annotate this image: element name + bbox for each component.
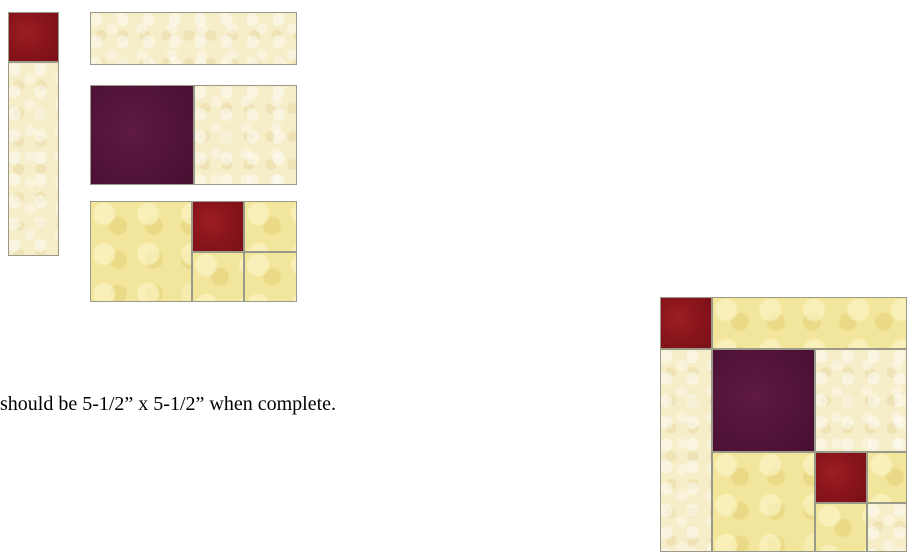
- assembled-four-patch-bottom-right: [867, 503, 907, 552]
- four-patch-red-square: [192, 201, 244, 252]
- assembled-plum-square: [712, 349, 815, 452]
- plum-square: [90, 85, 194, 185]
- four-patch-bottom-right: [244, 252, 297, 302]
- yellow-rectangle: [90, 201, 192, 302]
- assembled-four-patch-red: [815, 452, 867, 503]
- cream-rectangle: [194, 85, 297, 185]
- assembled-four-patch-bottom-left: [815, 503, 867, 552]
- assembled-top-strip: [712, 297, 907, 349]
- assembled-red-corner: [660, 297, 712, 349]
- assembled-cream-rectangle: [815, 349, 907, 452]
- assembled-left-strip: [660, 349, 712, 552]
- cream-horizontal-strip: [90, 12, 297, 65]
- size-caption: should be 5-1/2” x 5-1/2” when complete.: [0, 393, 337, 415]
- assembled-four-patch-top-right: [867, 452, 907, 503]
- assembled-yellow-rectangle: [712, 452, 815, 552]
- red-corner-square: [8, 12, 59, 62]
- four-patch-bottom-left: [192, 252, 244, 302]
- cream-vertical-strip: [8, 62, 59, 256]
- four-patch-top-right: [244, 201, 297, 252]
